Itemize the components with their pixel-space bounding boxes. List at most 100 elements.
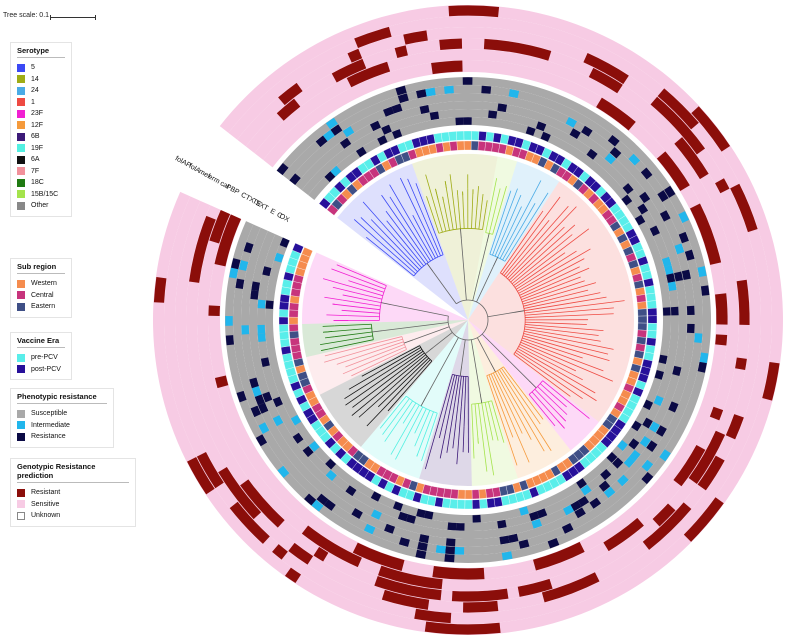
genotypic-legend: Genotypic Resistance prediction Resistan…	[10, 458, 136, 527]
legend-swatch	[17, 121, 25, 130]
legend-item: 15B/15C	[17, 189, 65, 201]
phenotype-cell	[649, 421, 660, 433]
phenotype-cell	[576, 478, 587, 489]
phenotype-cell	[659, 449, 671, 462]
genotypic-legend-title: Genotypic Resistance prediction	[17, 462, 129, 483]
tree-branch	[422, 253, 429, 263]
phenotype-cell	[488, 110, 498, 119]
genotype-resistant-cell	[214, 375, 229, 389]
tree-branch	[386, 220, 407, 245]
tree-branch	[328, 339, 374, 350]
tree-branch	[546, 250, 577, 271]
phenotype-cell	[565, 116, 577, 128]
tree-branches	[320, 174, 625, 476]
tree-branch	[391, 257, 415, 277]
tree-branch	[524, 224, 576, 270]
tree-branch	[569, 335, 601, 342]
phenotype-cell	[447, 522, 457, 531]
phenotype-cell	[603, 486, 616, 499]
tree-branch	[523, 330, 542, 336]
tree-branch	[523, 300, 544, 307]
subregion-cell	[478, 488, 487, 499]
genotype-resistant-cell	[517, 578, 553, 597]
genotype-resistant-cell	[313, 546, 329, 562]
tree-branch	[542, 380, 575, 407]
genotype-resistant-cell	[588, 67, 623, 94]
phenotype-cell	[225, 316, 233, 326]
tree-branch	[332, 286, 356, 294]
phenotype-cell	[699, 352, 709, 364]
tree-branch	[413, 326, 450, 341]
genotype-resistant-cell	[448, 5, 500, 18]
phenotype-cell	[609, 147, 622, 159]
tree-branch	[415, 250, 427, 265]
phenotype-cell	[324, 171, 336, 183]
tree-branch	[348, 354, 409, 390]
vaccine-era-cell	[441, 498, 451, 509]
genotype-resistant-cell	[691, 106, 731, 152]
vaccine-era-cell	[279, 301, 290, 310]
tree-branch	[506, 387, 545, 452]
tree-branch	[401, 261, 416, 275]
phenotype-cell	[678, 211, 690, 223]
legend-swatch	[17, 132, 25, 141]
tree-branch	[478, 196, 484, 230]
tree-branch	[355, 292, 383, 300]
tree-branch	[344, 367, 393, 400]
tree-branch	[551, 267, 590, 285]
genotype-resistant-cell	[229, 501, 270, 544]
tree-branch	[514, 268, 543, 288]
genotype-resistant-cell	[214, 214, 242, 267]
vaccine-era-cell	[646, 330, 657, 339]
tree-branch	[495, 371, 508, 395]
tree-branch	[503, 366, 524, 394]
tree-branch	[541, 334, 614, 350]
tree-branch	[488, 374, 499, 400]
vaccine-era-cell	[647, 315, 658, 324]
phenotype-cell	[231, 258, 241, 270]
subregion-cell	[443, 488, 452, 499]
phenotype-cell	[435, 545, 446, 554]
genotype-resistant-cell	[284, 567, 302, 584]
tree-branch	[366, 299, 382, 304]
phenotype-cell	[425, 87, 436, 97]
subregion-cell	[288, 316, 299, 325]
tree-branch	[395, 448, 402, 460]
genotype-resistant-cell	[762, 362, 780, 401]
tree-branch	[528, 394, 546, 415]
phenotype-cell	[262, 391, 273, 403]
tree-branch	[530, 366, 571, 397]
phenotype-cell	[257, 333, 266, 342]
legend-label: post-PCV	[31, 365, 61, 373]
genotype-resistant-cell	[196, 452, 224, 489]
tree-branch	[405, 244, 425, 267]
subregion-cell	[290, 344, 302, 354]
legend-item: Susceptible	[17, 408, 107, 420]
legend-swatch	[17, 279, 25, 288]
legend-item: 14	[17, 74, 65, 86]
phenotype-cell	[254, 394, 265, 406]
tree-branch	[486, 375, 496, 401]
legend-item: 7F	[17, 166, 65, 178]
genotype-resistant-cell	[697, 455, 725, 491]
phenotype-cell	[377, 135, 388, 146]
phenotype-cell	[686, 323, 695, 334]
vaccine-era-cell	[485, 131, 495, 142]
phenotype-cell	[562, 504, 575, 516]
tree-branch	[382, 428, 388, 435]
phenotype-cell	[316, 493, 329, 506]
tree-branch	[407, 178, 431, 232]
tree-branch	[414, 422, 425, 447]
genotype-resistant-cell	[709, 406, 724, 421]
genotype-resistant-cell	[730, 183, 758, 233]
phenotype-cell	[674, 243, 685, 255]
subregion-cell	[456, 140, 465, 151]
clade-wedge	[306, 320, 468, 395]
genotype-resistant-cell	[657, 88, 699, 130]
phenotype-cell	[315, 135, 328, 148]
legend-label: Western	[31, 280, 57, 288]
genotype-resistant-cell	[533, 541, 585, 571]
vaccine-era-cell	[646, 300, 657, 309]
